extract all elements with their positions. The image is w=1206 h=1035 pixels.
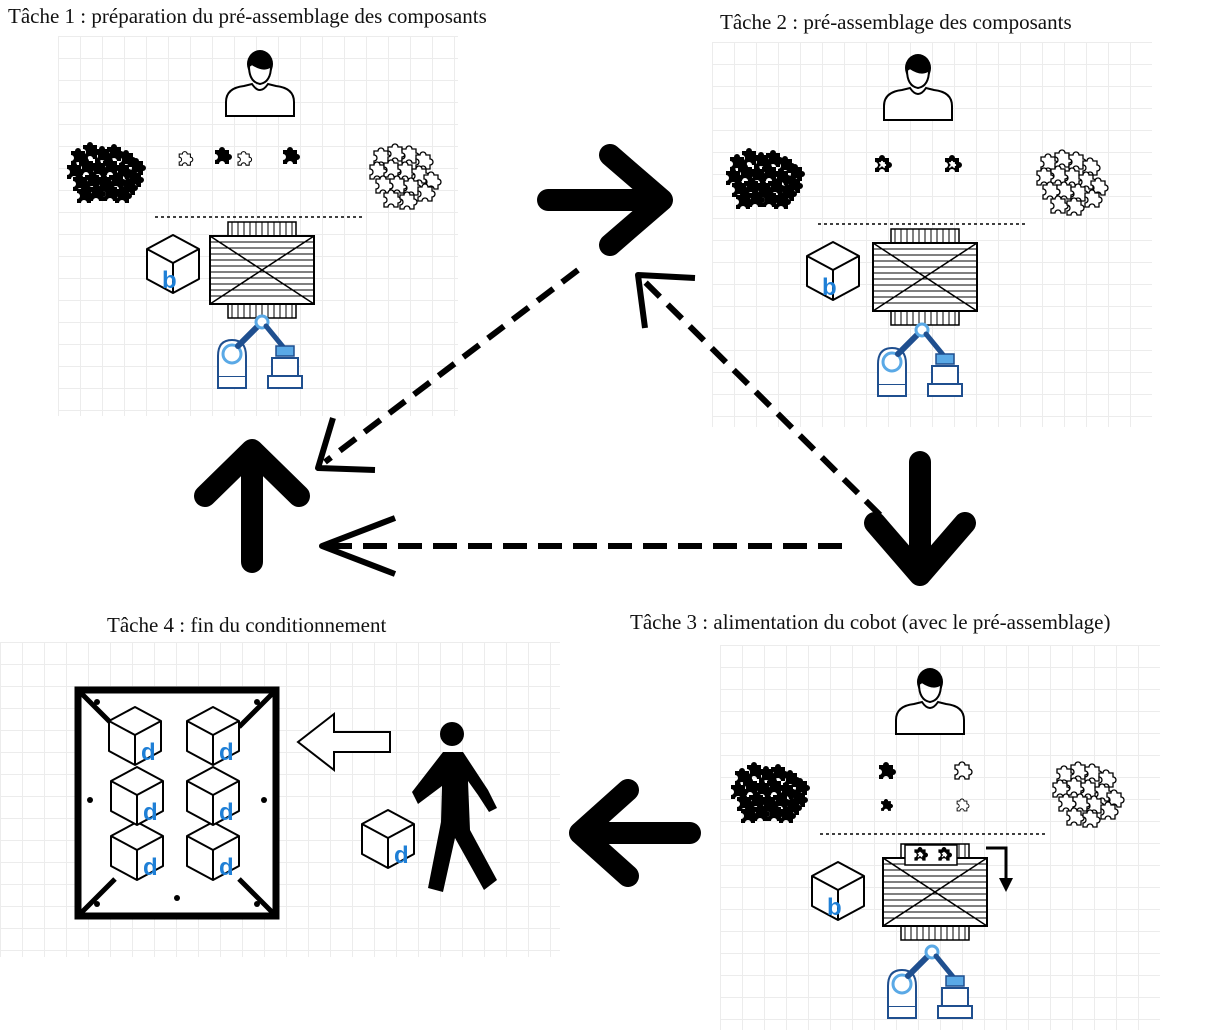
workbench-icon <box>872 228 978 326</box>
white-puzzle-pile <box>1053 762 1124 827</box>
flow-arrow-2-to-3 <box>864 451 976 586</box>
robot-arm-icon <box>218 316 302 388</box>
task2-scene: b <box>726 53 1108 396</box>
task2-title: Tâche 2 : pré-assemblage des composants <box>720 10 1072 34</box>
svg-text:b: b <box>827 894 842 921</box>
component-box-icon: b <box>806 241 860 301</box>
dashed-arrow-2-to-1 <box>315 267 580 473</box>
black-puzzle-pile <box>726 148 805 209</box>
workbench-icon <box>209 221 315 319</box>
operator-icon <box>883 53 953 121</box>
pallet-icon <box>74 686 280 920</box>
task3-panel <box>720 645 1160 1030</box>
svg-text:d: d <box>141 739 156 766</box>
svg-text:d: d <box>219 799 234 826</box>
white-puzzle-pile <box>1037 150 1108 215</box>
puzzle-piece-icon <box>879 761 973 812</box>
move-down-arrowhead <box>999 878 1013 892</box>
svg-text:d: d <box>143 799 158 826</box>
task3-scene: b <box>731 667 1124 1018</box>
puzzle-piece-icon <box>178 147 300 166</box>
svg-text:d: d <box>219 739 234 766</box>
svg-text:b: b <box>822 274 837 301</box>
dashed-arrow-3-to-1 <box>319 515 842 577</box>
flow-arrow-1-to-2 <box>537 144 673 256</box>
task1-title: Tâche 1 : préparation du pré-assemblage … <box>8 4 487 28</box>
task4-title: Tâche 4 : fin du conditionnement <box>107 613 387 637</box>
black-puzzle-pile <box>67 142 146 203</box>
task4-scene: d d d d d d d <box>74 686 497 920</box>
robot-arm-icon <box>878 324 962 396</box>
svg-text:d: d <box>394 842 409 869</box>
packed-box-stack: d d d d d d <box>108 706 240 881</box>
task3-title: Tâche 3 : alimentation du cobot (avec le… <box>630 610 1111 634</box>
puzzle-piece-icon <box>904 844 958 866</box>
walking-person-icon <box>412 722 497 892</box>
hollow-left-arrow <box>296 711 391 773</box>
carried-box-icon: d <box>361 809 415 869</box>
flow-arrow-4-to-1 <box>194 439 310 573</box>
operator-icon <box>225 49 295 117</box>
flow-arrow-3-to-4 <box>569 779 701 887</box>
robot-arm-icon <box>888 946 972 1018</box>
white-puzzle-pile <box>370 144 441 209</box>
svg-text:d: d <box>219 854 234 881</box>
dashed-arrow-3-to-2 <box>635 272 883 518</box>
black-puzzle-pile <box>731 762 810 823</box>
svg-text:b: b <box>162 267 177 294</box>
task1-scene: b <box>67 49 441 388</box>
puzzle-piece-icon <box>875 155 962 172</box>
svg-text:d: d <box>143 854 158 881</box>
task2-panel <box>712 42 1152 427</box>
move-down-arrow <box>986 846 1008 880</box>
operator-icon <box>895 667 965 735</box>
component-box-icon: b <box>811 861 865 921</box>
component-box-icon: b <box>146 234 200 294</box>
